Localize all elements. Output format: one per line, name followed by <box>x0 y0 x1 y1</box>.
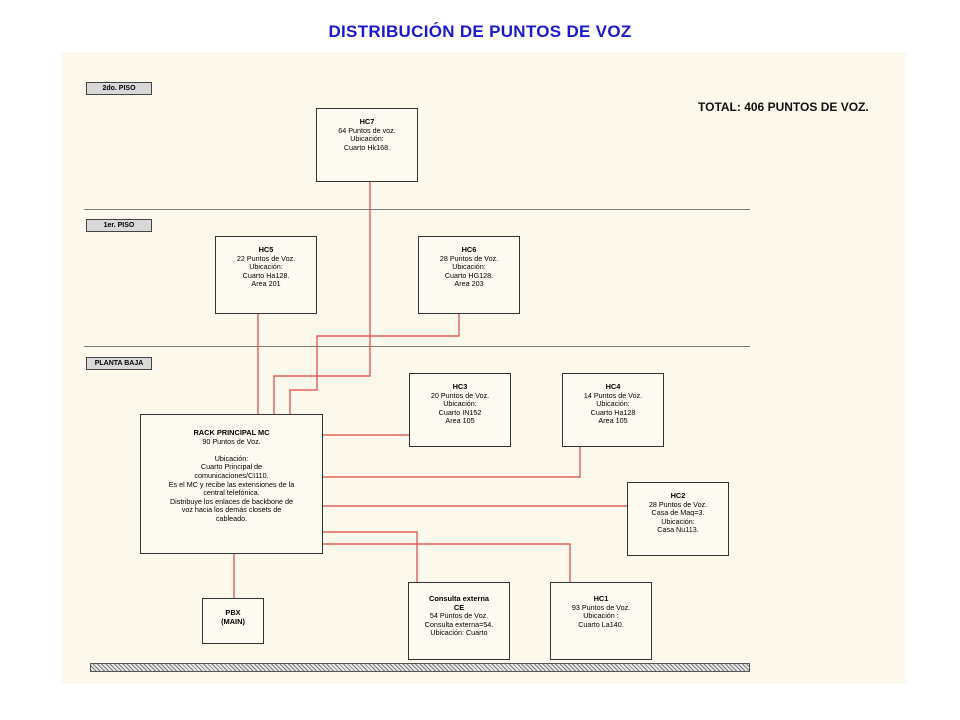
node-line: Casa Nu113. <box>657 525 699 535</box>
node-line: 64 Puntos de voz. <box>338 125 396 135</box>
node-line: Ubicación: <box>452 262 486 272</box>
node-line: Cuarto HG128. <box>444 270 494 280</box>
link-mc-hc1 <box>322 543 571 582</box>
node-hc7: HC7 64 Puntos de voz. Ubicación: Cuarto … <box>316 108 418 182</box>
node-line: 90 Puntos de Voz. <box>202 436 261 446</box>
node-title: Consulta externa <box>429 594 489 603</box>
node-consulta-externa: Consulta externa CE 54 Puntos de Voz. Co… <box>408 582 510 660</box>
node-line: central telefónica. <box>203 488 260 498</box>
node-line: Area 201 <box>251 279 281 289</box>
node-pbx: PBX (MAIN) <box>202 598 264 644</box>
node-line: 14 Puntos de Voz. <box>583 390 643 400</box>
node-hc1: HC1 93 Puntos de Voz. Ubicación : Cuarto… <box>550 582 652 660</box>
node-hc5: HC5 22 Puntos de Voz. Ubicación: Cuarto … <box>215 236 317 314</box>
connection-lines <box>233 182 627 598</box>
node-title: RACK PRINCIPAL MC <box>193 428 270 437</box>
node-line: cableado. <box>215 513 248 523</box>
floor-label-ground: PLANTA BAJA <box>86 357 152 370</box>
node-line: Area 105 <box>445 416 475 426</box>
floor-divider-ground <box>84 346 750 347</box>
link-mc-hc7 <box>273 182 371 414</box>
diagram-canvas: 2do. PISO 1er. PISO PLANTA BAJA TOTAL: 4… <box>62 52 906 684</box>
node-line: 28 Puntos de Voz. <box>648 499 708 509</box>
node-hc3: HC3 20 Puntos de Voz. Ubicación: Cuarto … <box>409 373 511 447</box>
node-title: HC4 <box>605 382 621 391</box>
node-line: Ubicación: <box>214 453 249 463</box>
link-mc-ce <box>322 531 418 582</box>
node-title: HC5 <box>258 245 274 254</box>
node-rack-principal-mc: RACK PRINCIPAL MC 90 Puntos de Voz. Ubic… <box>140 414 323 554</box>
node-line: Area 203 <box>454 279 484 289</box>
node-line: Ubicación: <box>443 399 477 409</box>
page-title: DISTRIBUCIÓN DE PUNTOS DE VOZ <box>328 22 632 41</box>
node-line: Cuarto Ha128 <box>590 407 636 417</box>
node-line: (MAIN) <box>221 616 245 626</box>
node-line: 28 Puntos de Voz. <box>439 253 499 263</box>
node-line: Ubicación : <box>583 611 619 621</box>
node-line: 93 Puntos de Voz. <box>571 602 631 612</box>
node-line: 20 Puntos de Voz. <box>430 390 490 400</box>
node-line: voz hacia los demás closets de <box>181 505 282 515</box>
floor-label-second: 2do. PISO <box>86 82 152 95</box>
link-mc-hc4 <box>322 446 581 478</box>
node-title: HC6 <box>461 245 477 254</box>
node-line: Cuarto La140. <box>578 619 624 629</box>
node-line: Ubicación: Cuarto <box>430 628 488 638</box>
node-line: Area 105 <box>598 416 628 426</box>
node-line: Ubicación: <box>249 262 283 272</box>
floor-label-first: 1er. PISO <box>86 219 152 232</box>
node-title: HC7 <box>359 117 375 126</box>
floor-divider-first <box>84 209 750 210</box>
node-line: Casa de Maq=3. <box>651 508 705 518</box>
node-line: Consulta externa=54. <box>424 619 494 629</box>
link-mc-hc6 <box>289 314 460 414</box>
node-line: Ubicación: <box>661 516 695 526</box>
node-title: PBX <box>225 608 241 617</box>
node-line: Cuarto Principal de <box>200 462 263 472</box>
node-line: 22 Puntos de Voz. <box>236 253 296 263</box>
node-line: 54 Puntos de Voz. <box>429 611 489 621</box>
ground-hatch <box>90 663 750 672</box>
total-voice-points: TOTAL: 406 PUNTOS DE VOZ. <box>698 100 869 114</box>
node-line: Ubicación: <box>350 134 384 144</box>
node-title: HC2 <box>670 491 686 500</box>
node-line: Cuarto Ha128. <box>242 270 290 280</box>
node-title: HC3 <box>452 382 468 391</box>
node-line: Es el MC y recibe las extensiones de la <box>168 479 295 489</box>
node-hc2: HC2 28 Puntos de Voz. Casa de Maq=3. Ubi… <box>627 482 729 556</box>
node-line: Distribuye los enlaces de backbone de <box>169 496 294 506</box>
node-line: CE <box>453 602 465 612</box>
node-line: Cuarto Hk168. <box>343 142 391 152</box>
node-hc4: HC4 14 Puntos de Voz. Ubicación: Cuarto … <box>562 373 664 447</box>
node-title: HC1 <box>593 594 609 603</box>
node-line: Cuarto IN152 <box>438 407 482 417</box>
node-hc6: HC6 28 Puntos de Voz. Ubicación: Cuarto … <box>418 236 520 314</box>
node-line: comunicaciones/CI110. <box>194 470 269 480</box>
node-line: Ubicación: <box>596 399 630 409</box>
